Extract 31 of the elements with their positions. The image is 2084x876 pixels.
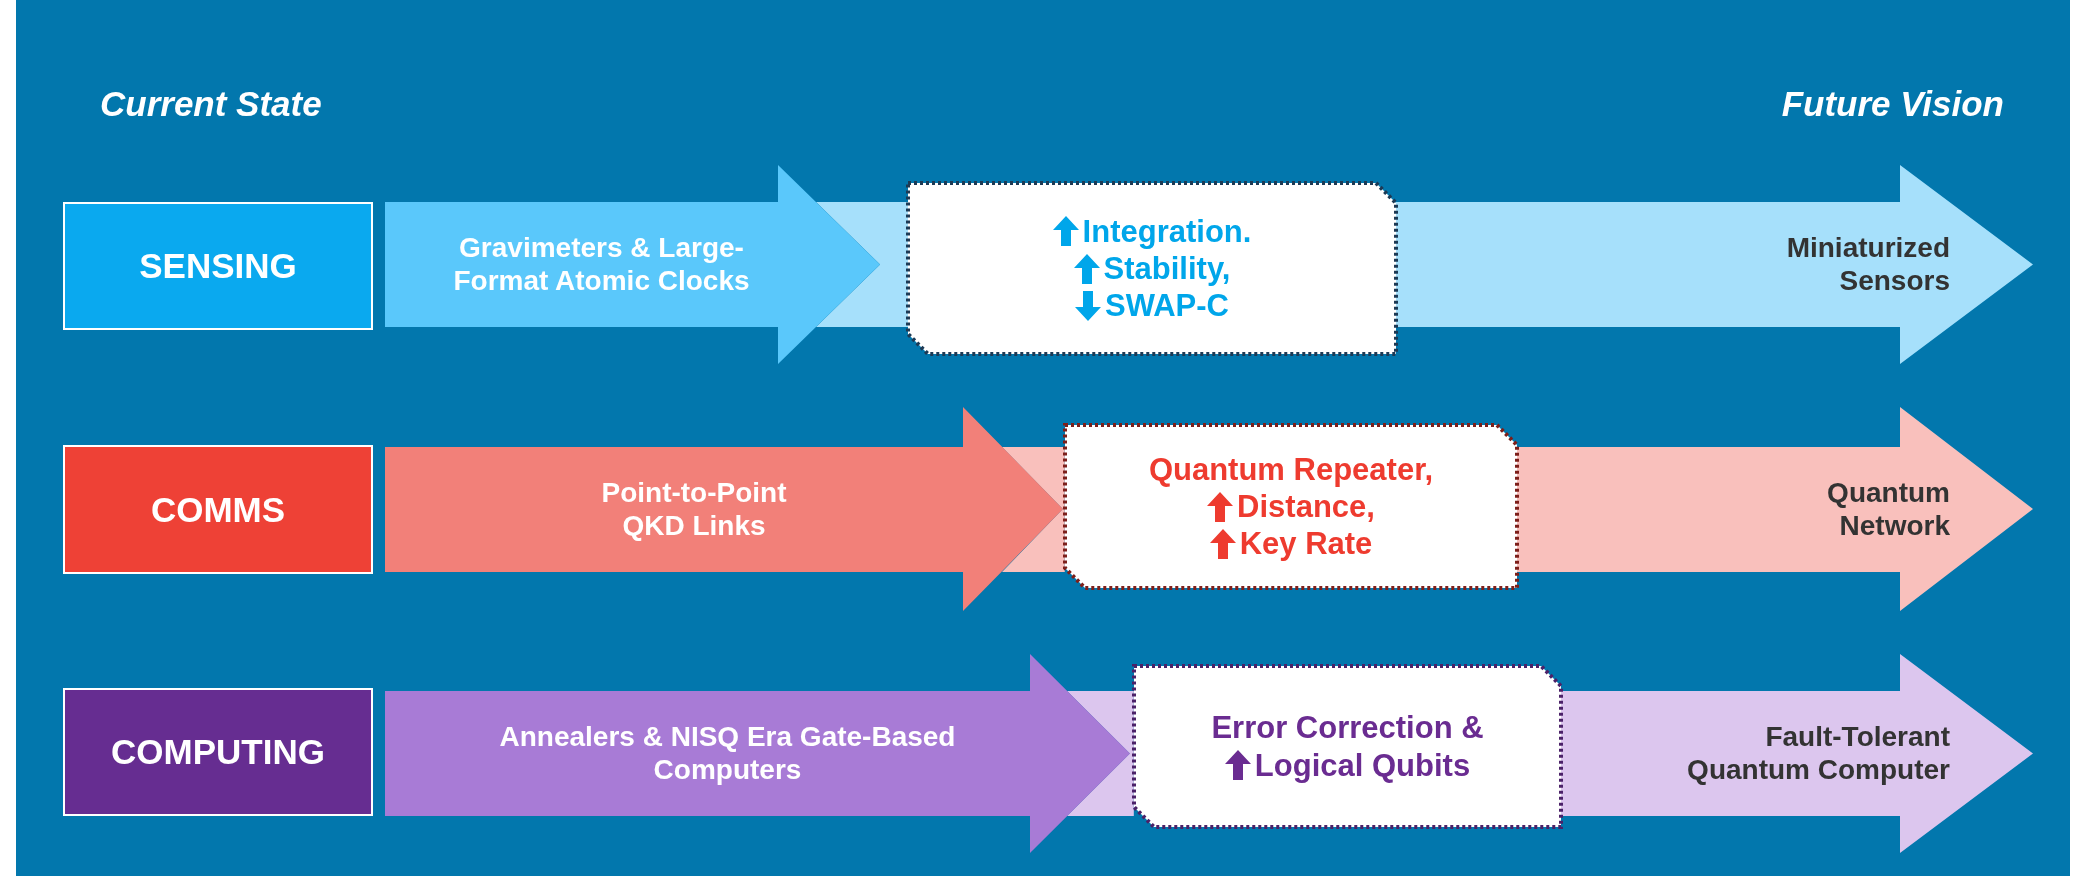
callout-text: Stability, bbox=[1103, 249, 1231, 288]
callout-text: Quantum Repeater, bbox=[1148, 450, 1434, 488]
callout-text: Integration. bbox=[1082, 212, 1252, 250]
callout-box bbox=[1132, 664, 1563, 829]
callout-box bbox=[906, 181, 1398, 356]
category-box bbox=[63, 202, 373, 330]
pointed-banner bbox=[385, 407, 1063, 611]
category-box bbox=[63, 688, 373, 816]
category-label: SENSING bbox=[139, 246, 297, 286]
pointed-banner bbox=[385, 165, 880, 364]
category-label: COMMS bbox=[150, 489, 286, 530]
category-box bbox=[63, 445, 373, 574]
arrow-label: Gravimeters & Large- Format Atomic Clocks bbox=[452, 230, 751, 299]
callout-text: Key Rate bbox=[1239, 525, 1373, 563]
callout-text: Error Correction & bbox=[1211, 709, 1484, 747]
arrow-label: Point-to-Point QKD Links bbox=[600, 475, 788, 544]
arrow-label: Miniaturized Sensors bbox=[1785, 230, 1950, 299]
callout-text: Logical Qubits bbox=[1254, 746, 1471, 784]
arrow-label: Fault-Tolerant Quantum Computer bbox=[1686, 719, 1950, 788]
pointed-banner bbox=[1517, 407, 2033, 611]
column-heading: Future Vision bbox=[1781, 84, 2004, 124]
category-label: COMPUTING bbox=[111, 732, 325, 772]
pointed-banner bbox=[1561, 654, 2033, 853]
callout-box bbox=[1063, 423, 1519, 590]
arrow-label: Quantum Network bbox=[1826, 475, 1950, 544]
callout-text: Distance, bbox=[1237, 487, 1375, 526]
arrow-label: Annealers & NISQ Era Gate-Based Computers bbox=[498, 719, 957, 788]
pointed-banner bbox=[1396, 165, 2033, 364]
pointed-banner bbox=[385, 654, 1130, 853]
callout-text: SWAP-C bbox=[1105, 287, 1229, 325]
column-heading: Current State bbox=[100, 84, 322, 124]
